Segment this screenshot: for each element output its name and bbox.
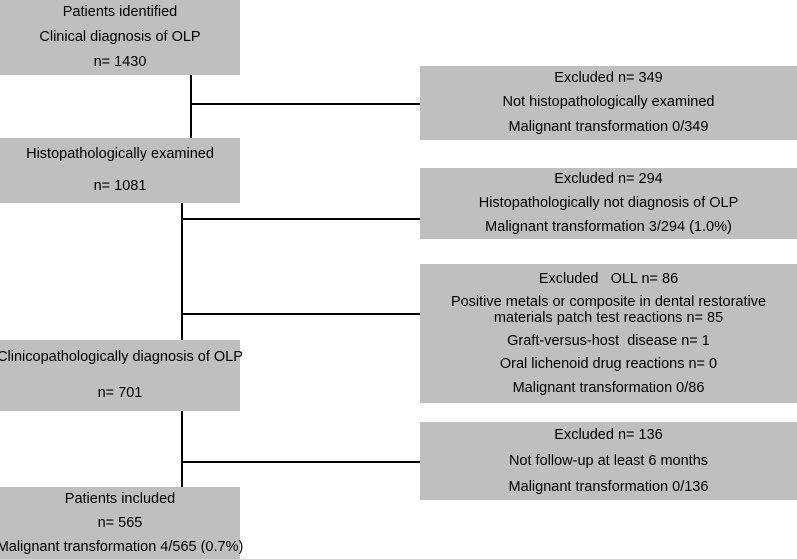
excluded-349-box: Excluded n= 349 Not histopathologically … [420,66,797,140]
included-title: Patients included [64,490,176,507]
excluded-136-box: Excluded n= 136 Not follow-up at least 6… [420,422,797,500]
excluded-294-malignant: Malignant transformation 3/294 (1.0%) [485,218,732,235]
included-count: n= 565 [97,514,143,531]
branch-connector-oll [181,313,420,315]
excluded-oll-malignant: Malignant transformation 0/86 [512,379,705,396]
excluded-349-malignant: Malignant transformation 0/349 [508,119,709,136]
histo-title: Histopathologically examined [26,145,214,162]
excluded-oll-title: Excluded OLL n= 86 [538,270,679,287]
excluded-349-title: Excluded n= 349 [554,69,663,86]
main-connector-3 [181,411,183,487]
clinico-count: n= 701 [97,384,143,401]
excluded-oll-patch-test: Positive metals or composite in dental r… [451,294,766,326]
excluded-294-box: Excluded n= 294 Histopathologically not … [420,168,797,239]
excluded-136-title: Excluded n= 136 [554,426,663,443]
excluded-oll-box: Excluded OLL n= 86 Positive metals or co… [420,264,797,403]
excluded-136-reason: Not follow-up at least 6 months [508,452,709,469]
clinico-title: Clinicopathologically diagnosis of OLP [0,349,243,366]
histo-count: n= 1081 [93,178,147,195]
histopathologically-examined-box: Histopathologically examined n= 1081 [0,138,240,203]
excluded-136-malignant: Malignant transformation 0/136 [508,478,709,495]
excluded-349-reason: Not histopathologically examined [502,94,715,111]
branch-connector-294 [181,218,420,220]
patch-test-line-1: Positive metals or composite in dental r… [450,294,767,310]
main-connector-2 [181,203,183,340]
excluded-oll-gvhd: Graft-versus-host disease n= 1 [507,332,710,349]
excluded-oll-drug: Oral lichenoid drug reactions n= 0 [499,356,718,372]
branch-connector-136 [181,461,420,463]
patch-test-line-2: materials patch test reactions n= 85 [493,310,724,326]
branch-connector-349 [190,103,420,105]
identified-subtitle: Clinical diagnosis of OLP [39,29,201,45]
main-connector-1 [190,75,192,138]
clinicopathological-diagnosis-box: Clinicopathologically diagnosis of OLP n… [0,340,243,411]
included-malignant: Malignant transformation 4/565 (0.7%) [0,538,244,555]
patients-identified-box: Patients identified Clinical diagnosis o… [0,0,240,75]
excluded-294-reason: Histopathologically not diagnosis of OLP [478,194,739,211]
identified-title: Patients identified [62,4,178,20]
patients-included-box: Patients included n= 565 Malignant trans… [0,487,244,559]
identified-count: n= 1430 [93,54,147,70]
excluded-294-title: Excluded n= 294 [554,171,663,188]
